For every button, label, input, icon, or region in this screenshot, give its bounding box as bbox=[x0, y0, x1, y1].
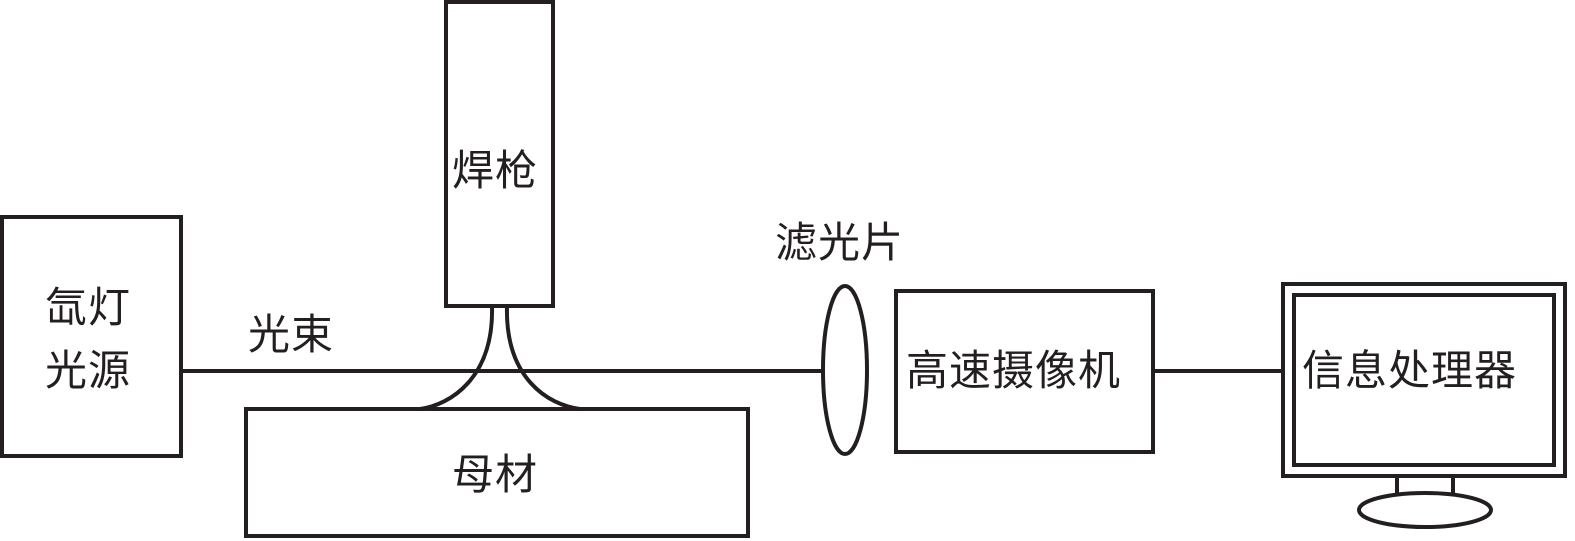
monitor-neck bbox=[1395, 476, 1455, 494]
processor-label: 信息处理器 bbox=[1302, 346, 1518, 395]
base-metal-label: 母材 bbox=[452, 450, 539, 499]
arc-curve-left bbox=[419, 305, 495, 411]
base-metal-box bbox=[244, 407, 750, 538]
monitor-base bbox=[1357, 491, 1493, 529]
torch-box bbox=[444, 0, 555, 308]
xenon-lamp-box bbox=[0, 215, 183, 458]
arc-curve-right bbox=[504, 305, 581, 411]
xenon-lamp-label-line2: 光源 bbox=[45, 346, 132, 395]
monitor-screen bbox=[1292, 293, 1556, 467]
camera-label: 高速摄像机 bbox=[906, 346, 1122, 395]
xenon-lamp-label-line1: 氙灯 bbox=[45, 283, 132, 332]
filter-lens bbox=[821, 284, 869, 456]
torch-label: 焊枪 bbox=[452, 146, 539, 195]
beam-label: 光束 bbox=[248, 310, 335, 359]
monitor-outer-frame bbox=[1281, 282, 1567, 478]
filter-label: 滤光片 bbox=[775, 218, 905, 267]
